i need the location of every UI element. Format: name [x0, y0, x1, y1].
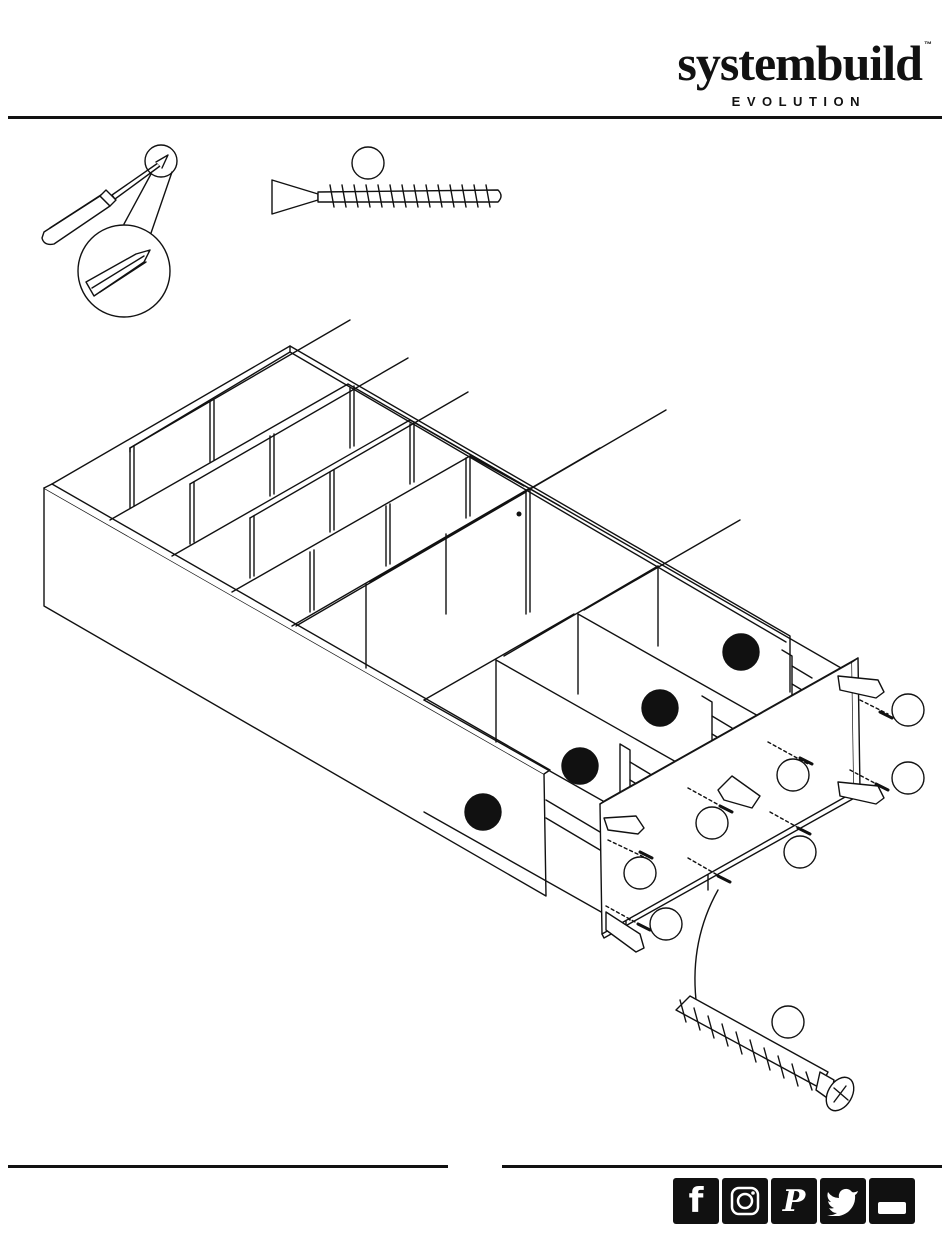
- phillips-screwdriver-icon: [42, 145, 177, 317]
- facebook-icon[interactable]: f: [673, 1178, 719, 1224]
- twitter-icon[interactable]: [820, 1178, 866, 1224]
- social-icons: f P: [673, 1178, 915, 1224]
- shelving-unit-assembly-diagram: [44, 320, 924, 1116]
- long-screw-icon: [272, 147, 501, 214]
- youtube-icon[interactable]: [869, 1178, 915, 1224]
- instagram-icon[interactable]: [722, 1178, 768, 1224]
- pinterest-icon[interactable]: P: [771, 1178, 817, 1224]
